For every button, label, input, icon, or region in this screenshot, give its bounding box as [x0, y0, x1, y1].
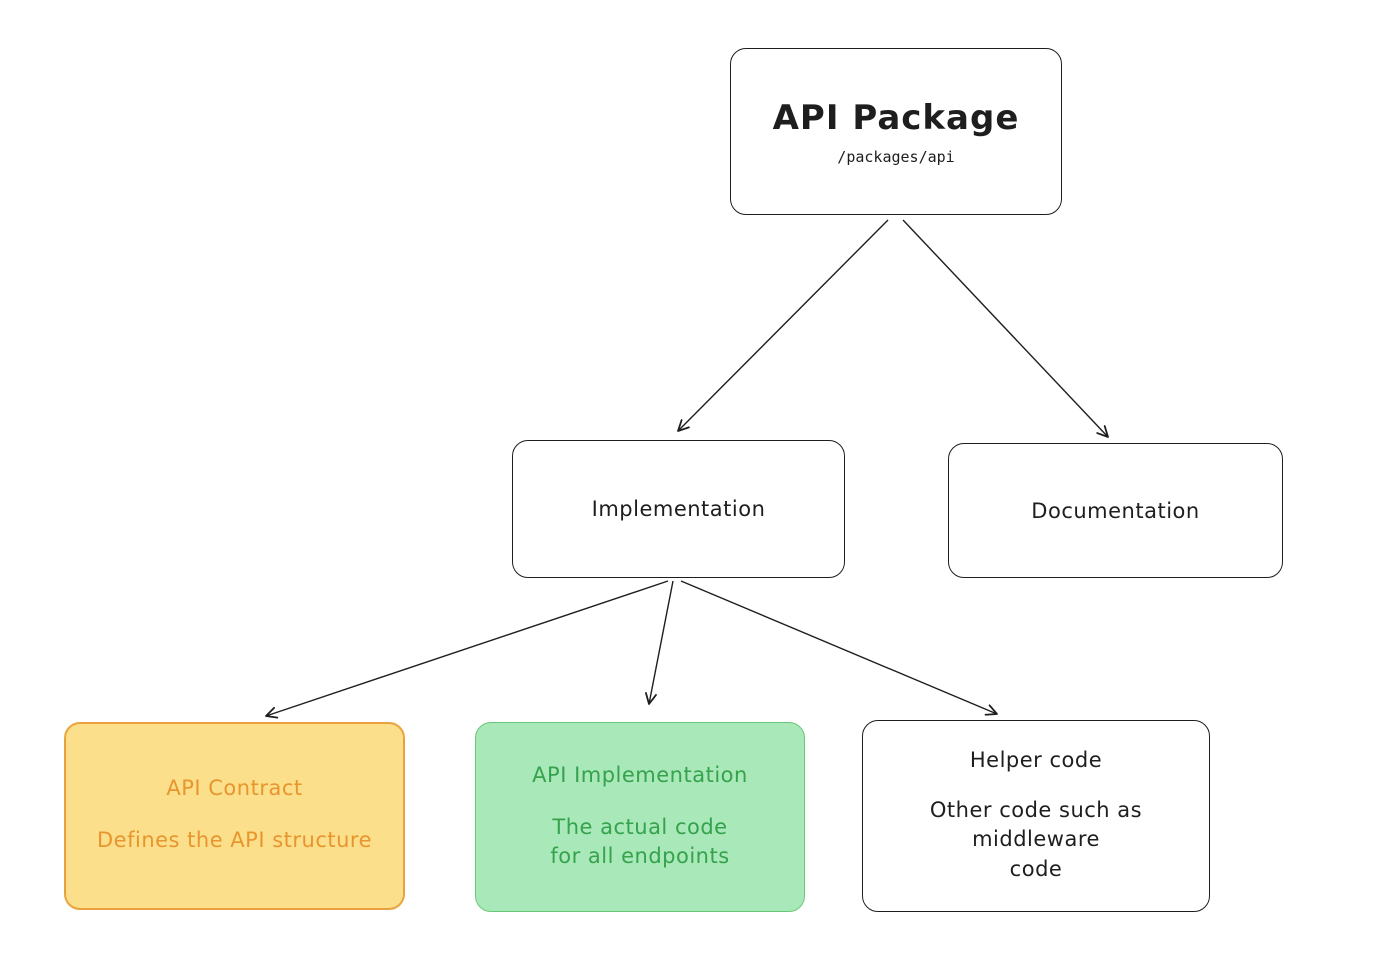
documentation-label: Documentation [1031, 498, 1200, 523]
api-contract-description: Defines the API structure [97, 828, 372, 853]
node-api-implementation: API Implementation The actual code for a… [475, 722, 805, 912]
node-documentation: Documentation [948, 443, 1283, 578]
helper-code-title: Helper code [969, 747, 1103, 772]
node-api-contract: API Contract Defines the API structure [64, 722, 405, 910]
arrow-implementation-to-api-implementation [645, 580, 674, 705]
node-helper-code: Helper code Other code such as middlewar… [862, 720, 1210, 912]
arrow-package-to-implementation [677, 219, 889, 432]
node-api-package: API Package /packages/api [730, 48, 1062, 215]
arrow-package-to-documentation [902, 219, 1109, 438]
arrow-implementation-to-helper [680, 580, 998, 716]
helper-code-description: Other code such as middleware code [929, 797, 1143, 881]
arrow-implementation-to-contract [265, 580, 669, 719]
api-implementation-description: The actual code for all endpoints [550, 814, 730, 868]
implementation-label: Implementation [591, 497, 766, 521]
api-implementation-title: API Implementation [532, 762, 748, 787]
api-package-path: /packages/api [837, 147, 955, 166]
api-package-title: API Package [772, 97, 1020, 138]
api-contract-title: API Contract [166, 776, 303, 801]
node-implementation: Implementation [512, 440, 845, 578]
